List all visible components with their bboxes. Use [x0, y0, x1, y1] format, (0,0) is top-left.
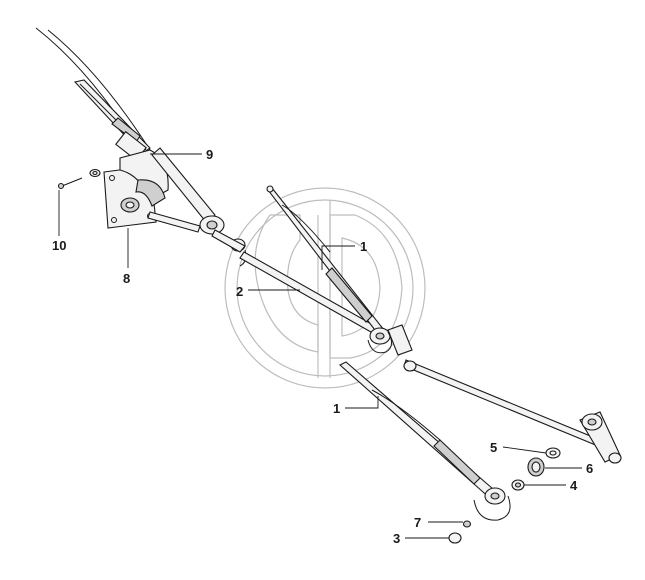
cap-3	[448, 532, 462, 544]
callout-6: 6	[586, 461, 593, 476]
center-pivot	[266, 185, 392, 354]
callout-1-upper: 1	[360, 239, 367, 254]
callout-8: 8	[123, 271, 130, 286]
callout-4: 4	[570, 478, 578, 493]
wiper-arm-icon	[339, 361, 511, 521]
bushing-6	[527, 457, 545, 477]
callout-10: 10	[52, 238, 66, 253]
right-pivot	[579, 411, 622, 464]
nut-4	[511, 479, 525, 491]
callout-9: 9	[206, 147, 213, 162]
wiper-motor-icon	[103, 149, 169, 229]
callout-5: 5	[490, 440, 497, 455]
callout-1-lower: 1	[333, 401, 340, 416]
callouts: 9 10 8 1 2 1 5 6 4 7 3	[52, 147, 593, 546]
upper-wiper-arm	[73, 79, 151, 162]
logo-watermark	[224, 187, 426, 389]
bolt-and-washer	[57, 168, 101, 190]
callout-7: 7	[414, 515, 421, 530]
washer-5	[545, 447, 561, 459]
leader-lines	[58, 153, 582, 539]
callout-3: 3	[393, 531, 400, 546]
callout-2: 2	[236, 284, 243, 299]
washer-7	[462, 520, 472, 528]
wiper-linkage-icon	[147, 147, 601, 447]
